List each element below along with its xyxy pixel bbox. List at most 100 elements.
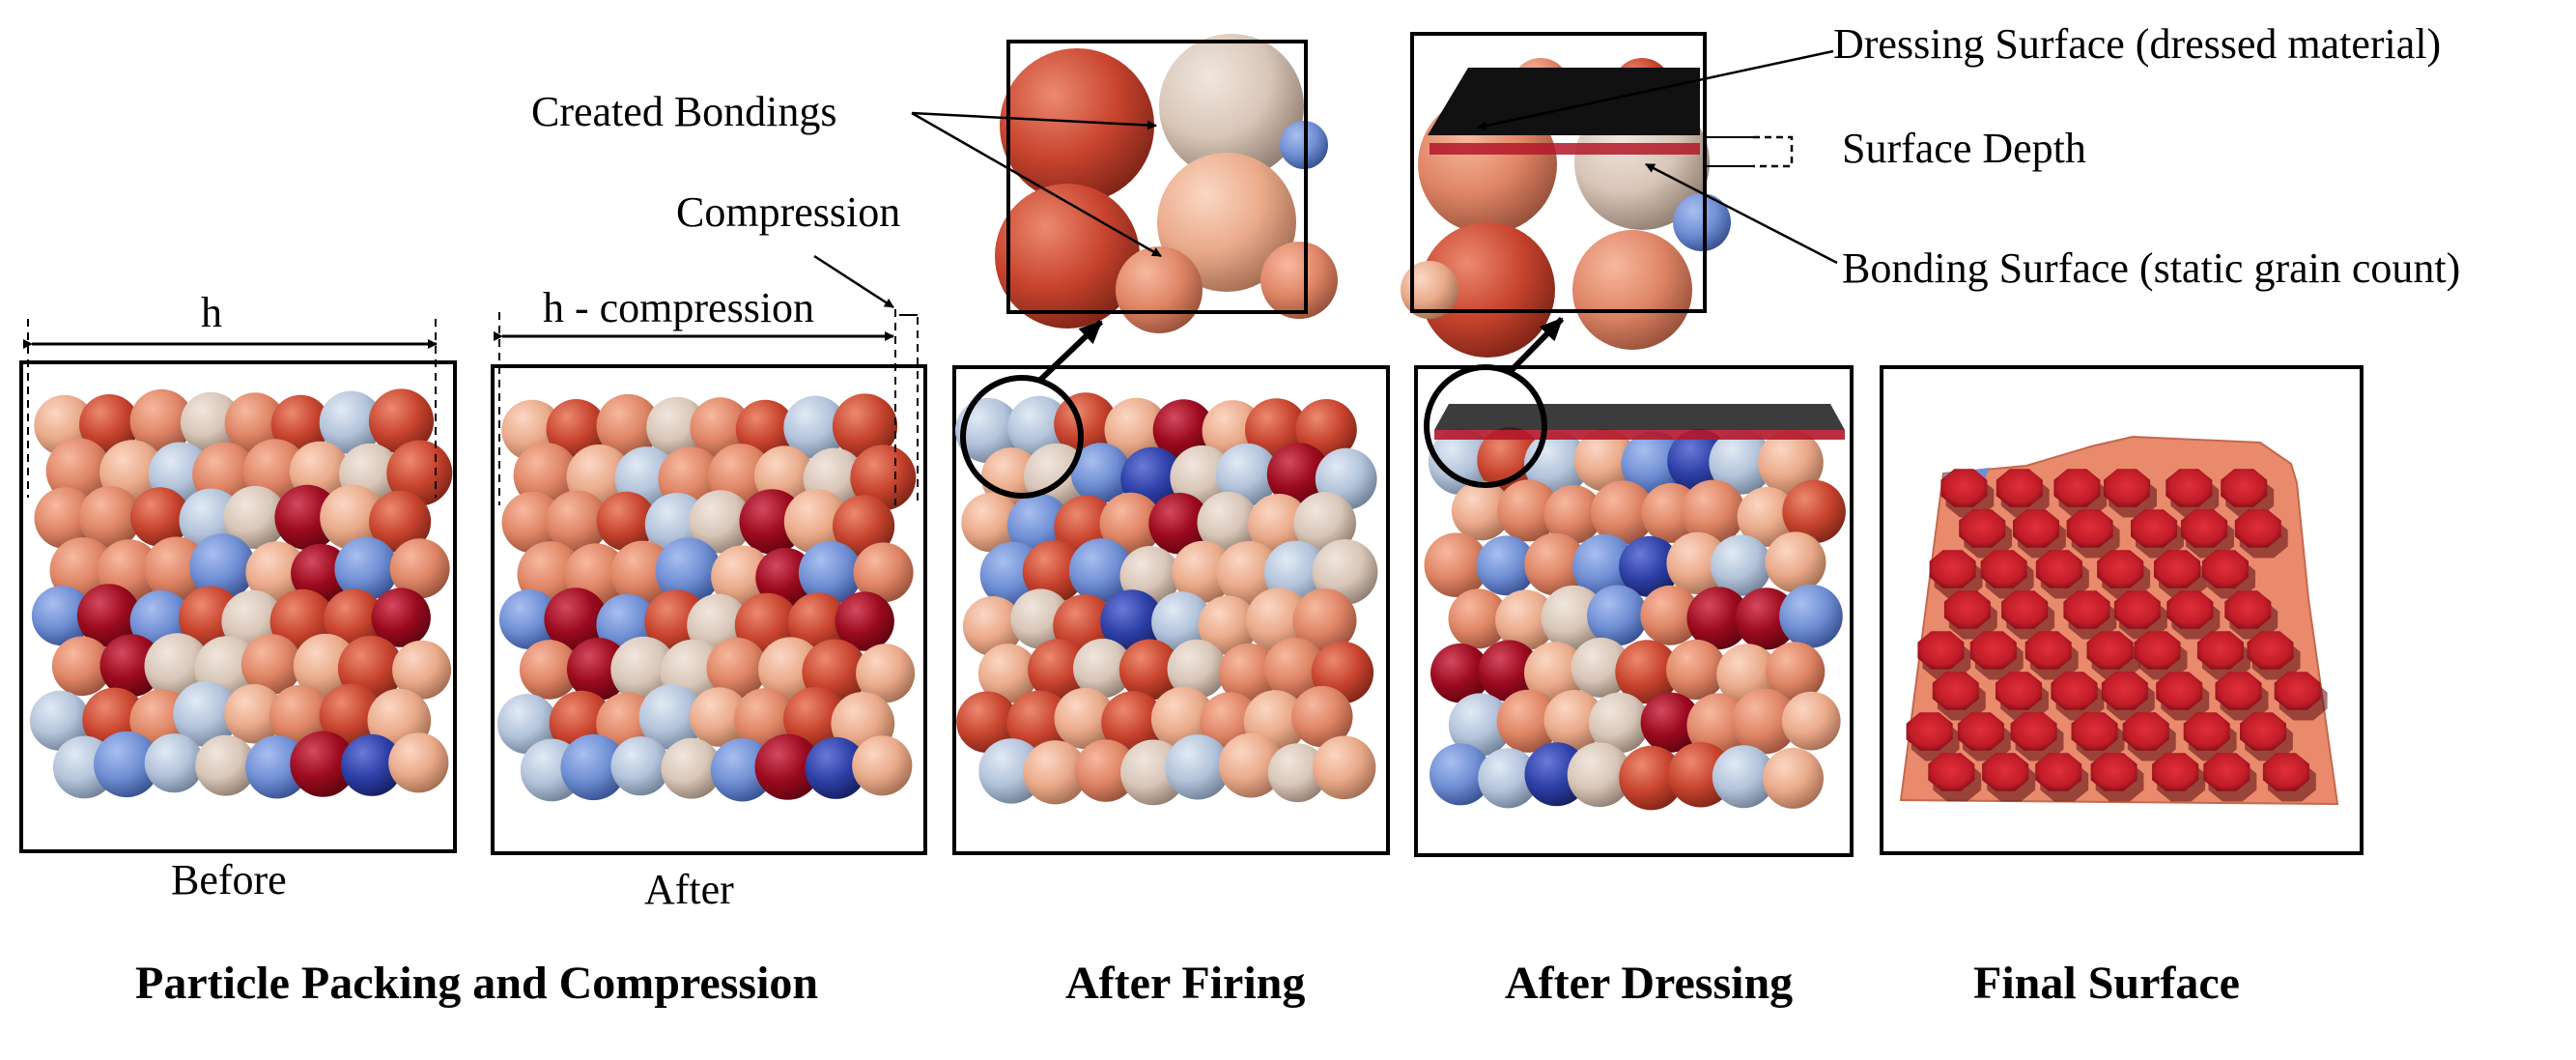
particle <box>661 737 722 799</box>
particle <box>1104 397 1169 462</box>
particle <box>1266 443 1331 506</box>
stage-title-packing: Particle Packing and Compression <box>135 958 819 1009</box>
particle <box>99 634 163 698</box>
inset-dressing-plane <box>1428 68 1700 135</box>
label-created-bondings: Created Bondings <box>531 88 837 135</box>
particle <box>270 394 330 454</box>
particle <box>689 687 750 747</box>
particle <box>1448 588 1509 649</box>
particle <box>1401 261 1458 319</box>
particle <box>173 680 240 747</box>
particle <box>1430 743 1491 806</box>
surface-grain <box>2013 509 2059 548</box>
surface-grain <box>2166 590 2214 629</box>
particle <box>1006 690 1073 757</box>
particle <box>1248 494 1310 556</box>
particle <box>1737 486 1798 547</box>
particle-pack-after <box>496 393 917 802</box>
particle <box>655 537 722 604</box>
particle <box>544 587 608 651</box>
surface-grain <box>2156 672 2203 710</box>
particle <box>835 591 894 651</box>
particle <box>144 733 204 793</box>
particle <box>1543 690 1604 751</box>
particle <box>1172 540 1234 604</box>
surface-grain <box>2215 672 2262 710</box>
particle <box>956 691 1018 754</box>
particle <box>1451 480 1512 541</box>
surface-grain <box>1943 590 1991 629</box>
particle <box>856 644 916 703</box>
surface-grain <box>2035 550 2082 588</box>
caption-after: After <box>644 866 734 913</box>
surface-grain <box>1932 672 1979 710</box>
particle <box>324 588 384 649</box>
particle <box>755 547 815 608</box>
particle <box>610 636 677 702</box>
particle <box>389 538 450 599</box>
surface-grain <box>2066 509 2113 548</box>
surface-grain <box>2224 590 2272 629</box>
surface-grain <box>1969 631 2017 670</box>
surface-grain <box>1996 469 2043 507</box>
final-surface-render <box>1899 435 2339 806</box>
particle <box>832 393 898 459</box>
particle <box>224 683 284 744</box>
particle <box>1496 689 1560 753</box>
particle <box>1615 640 1680 704</box>
surface-grain <box>2166 469 2213 507</box>
particle <box>787 592 849 653</box>
particle <box>130 487 190 547</box>
particle <box>1022 540 1086 603</box>
surface-grain <box>2234 509 2281 548</box>
particle <box>1476 535 1537 596</box>
particle <box>1165 734 1231 800</box>
particle <box>269 684 332 748</box>
bonding-surface-leader <box>1645 162 1838 265</box>
dressing-plane <box>1434 404 1845 440</box>
particle <box>955 397 1021 464</box>
particle <box>1732 688 1798 755</box>
particle <box>1152 399 1215 461</box>
particle <box>341 733 403 796</box>
created-bondings-leader-1 <box>911 111 1157 130</box>
surface-grain <box>2181 509 2228 548</box>
surface-grain <box>2090 753 2137 791</box>
particle <box>1781 691 1841 751</box>
particle <box>1100 589 1164 653</box>
particle <box>1571 637 1631 698</box>
particle <box>739 489 805 555</box>
particle <box>1292 588 1357 653</box>
particle <box>1295 399 1357 461</box>
particle <box>1765 642 1826 702</box>
zoom-arrow-dressing <box>1507 316 1565 375</box>
particle <box>144 633 211 700</box>
particle <box>1157 153 1296 292</box>
particle <box>224 392 286 454</box>
surface-grain <box>2202 550 2249 588</box>
particle <box>546 490 609 553</box>
particle <box>1524 532 1587 596</box>
surface-grain <box>2262 753 2309 791</box>
particle <box>1681 479 1745 544</box>
created-bondings-leader-2 <box>911 111 1162 258</box>
particle <box>76 584 141 647</box>
surface-grain <box>1980 550 2027 588</box>
inset-dressing-particles <box>1401 58 1731 358</box>
surface-grain <box>1906 712 1953 751</box>
particle-pack-before <box>29 388 453 799</box>
particle <box>1218 732 1284 798</box>
particle <box>274 484 340 551</box>
particle <box>1590 480 1656 545</box>
particle <box>1260 242 1338 319</box>
surface-grain <box>2053 469 2101 507</box>
particle <box>1571 533 1637 599</box>
particle <box>1779 584 1843 648</box>
panel-final-frame <box>1880 365 2364 855</box>
stage-title-dressing: After Dressing <box>1505 958 1794 1009</box>
surface-grain <box>1957 712 2004 751</box>
particle <box>513 443 579 508</box>
surface-grain <box>1940 469 1988 507</box>
compression-leader <box>813 254 894 309</box>
